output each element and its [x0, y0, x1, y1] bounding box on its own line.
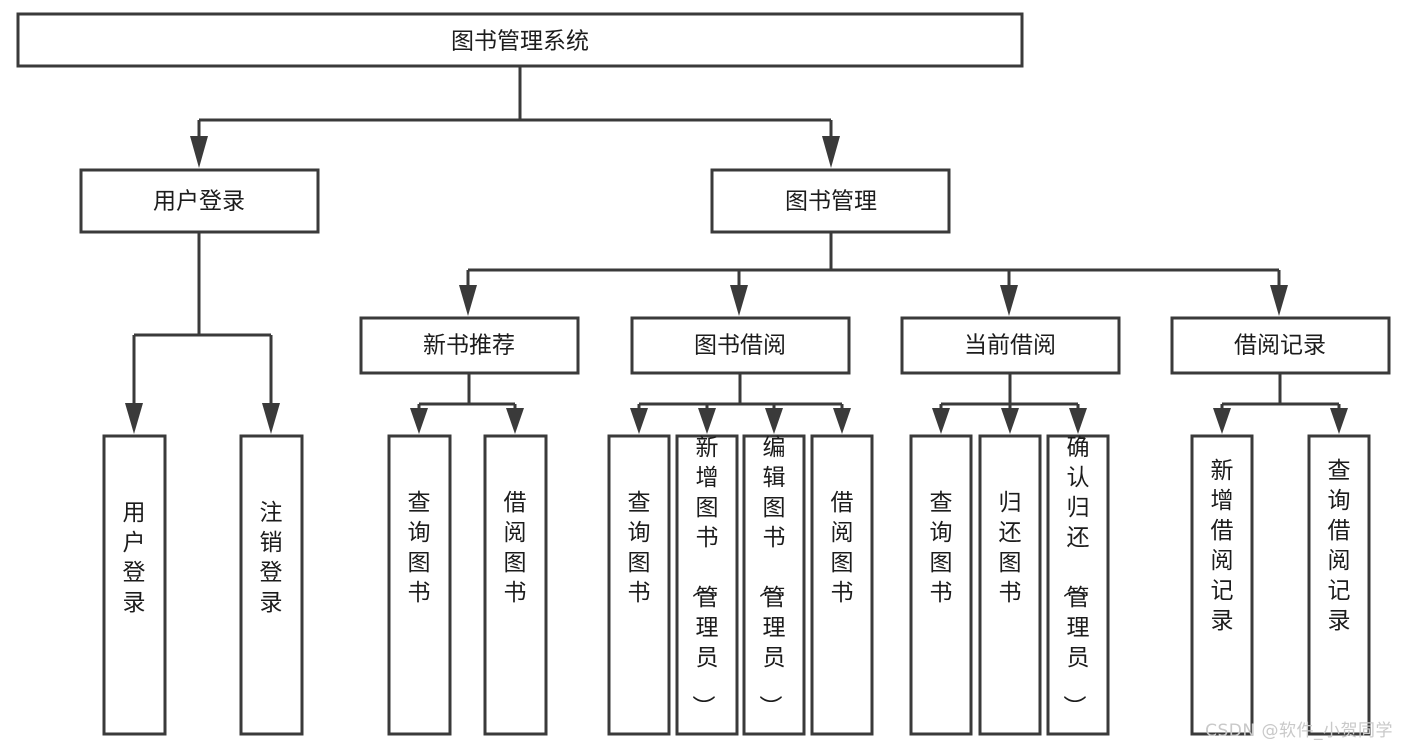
arrow-head-borrow-record: [1270, 285, 1288, 316]
leaf-logout-label: 注销登录: [260, 500, 283, 616]
leaf-current-query-book[interactable]: 查询图书: [909, 434, 973, 736]
arrow-head-new-book: [459, 285, 477, 316]
node-book-manage[interactable]: 图书管理: [710, 168, 951, 234]
node-new-book-recommend-label: 新书推荐: [423, 333, 515, 359]
leaf-record-query-record-box[interactable]: [1307, 434, 1371, 736]
leaf-borrow-borrow-book[interactable]: 借阅图书: [810, 434, 874, 736]
node-user-login-label: 用户登录: [153, 189, 245, 215]
arrow-head-currentborrow-leaf1: [932, 408, 950, 434]
node-current-borrow[interactable]: 当前借阅: [900, 316, 1121, 375]
leaf-current-return-book-label: 归还图书: [999, 490, 1022, 606]
leaf-borrow-edit-book-box[interactable]: [742, 434, 806, 736]
leaf-current-confirm-return-label: 确认归还（管理员）: [1061, 435, 1090, 718]
leaf-current-return-book-box[interactable]: [978, 434, 1042, 736]
leaf-record-add-record-label: 新增借阅记录: [1211, 458, 1234, 634]
node-user-login-box[interactable]: [79, 168, 320, 234]
arrow-head-user-login: [190, 136, 208, 168]
leaf-borrow-add-book[interactable]: 新增图书（管理员）: [675, 434, 739, 736]
arrow-head-newbook-leaf1: [410, 408, 428, 434]
leaf-newbook-query-book[interactable]: 查询图书: [387, 434, 452, 736]
arrow-head-bookborrow-leaf4: [833, 408, 851, 434]
arrow-head-book-borrow: [730, 285, 748, 316]
arrow-head-bookborrow-leaf1: [630, 408, 648, 434]
arrow-head-current-borrow: [1000, 285, 1018, 316]
node-new-book-recommend-box[interactable]: [359, 316, 580, 375]
leaf-newbook-borrow-book[interactable]: 借阅图书: [483, 434, 548, 736]
node-book-borrow-box[interactable]: [630, 316, 851, 375]
leaf-newbook-borrow-book-label: 借阅图书: [504, 490, 527, 606]
node-book-borrow[interactable]: 图书借阅: [630, 316, 851, 375]
node-borrow-record-box[interactable]: [1170, 316, 1391, 375]
arrow-head-currentborrow-leaf3: [1069, 408, 1087, 434]
leaf-borrow-add-book-box[interactable]: [675, 434, 739, 736]
leaf-current-query-book-box[interactable]: [909, 434, 973, 736]
node-current-borrow-label: 当前借阅: [964, 333, 1056, 359]
node-book-borrow-label: 图书借阅: [694, 333, 786, 359]
node-new-book-recommend[interactable]: 新书推荐: [359, 316, 580, 375]
node-current-borrow-box[interactable]: [900, 316, 1121, 375]
leaf-borrow-add-book-label: 新增图书（管理员）: [690, 435, 719, 718]
arrow-head-borrowrecord-leaf1: [1213, 408, 1231, 434]
leaf-user-login[interactable]: 用户登录: [102, 434, 167, 736]
arrow-head-borrowrecord-leaf2: [1330, 408, 1348, 434]
arrow-head-newbook-leaf2: [506, 408, 524, 434]
node-root-box[interactable]: [16, 12, 1024, 68]
arrow-head-book-manage: [822, 136, 840, 168]
leaf-record-add-record-box[interactable]: [1190, 434, 1254, 736]
leaf-current-confirm-return[interactable]: 确认归还（管理员）: [1046, 434, 1110, 736]
leaf-record-query-record[interactable]: 查询借阅记录: [1307, 434, 1371, 736]
leaf-current-return-book[interactable]: 归还图书: [978, 434, 1042, 736]
leaf-logout-box[interactable]: [239, 434, 304, 736]
arrow-head-bookborrow-leaf3: [765, 408, 783, 434]
node-book-manage-label: 图书管理: [785, 189, 877, 215]
leaf-record-add-record[interactable]: 新增借阅记录: [1190, 434, 1254, 736]
leaf-borrow-query-book-label: 查询图书: [628, 490, 651, 606]
arrow-head-bookborrow-leaf2: [698, 408, 716, 434]
node-borrow-record-label: 借阅记录: [1234, 333, 1326, 359]
connectors: [125, 66, 1348, 434]
node-root-label: 图书管理系统: [451, 29, 589, 55]
leaf-borrow-borrow-book-label: 借阅图书: [831, 490, 854, 606]
arrow-head-leaf-logout: [262, 403, 280, 434]
leaf-current-query-book-label: 查询图书: [930, 490, 953, 606]
node-user-login[interactable]: 用户登录: [79, 168, 320, 234]
leaf-newbook-query-book-box[interactable]: [387, 434, 452, 736]
leaf-current-confirm-return-box[interactable]: [1046, 434, 1110, 736]
leaf-user-login-box[interactable]: [102, 434, 167, 736]
leaf-borrow-edit-book-label: 编辑图书（管理员）: [757, 435, 786, 718]
leaf-borrow-query-book-box[interactable]: [607, 434, 671, 736]
arrow-head-currentborrow-leaf2: [1001, 408, 1019, 434]
leaf-borrow-query-book[interactable]: 查询图书: [607, 434, 671, 736]
leaf-newbook-query-book-label: 查询图书: [408, 490, 431, 606]
leaf-borrow-borrow-book-box[interactable]: [810, 434, 874, 736]
node-borrow-record[interactable]: 借阅记录: [1170, 316, 1391, 375]
leaf-record-query-record-label: 查询借阅记录: [1328, 458, 1351, 634]
leaf-borrow-edit-book[interactable]: 编辑图书（管理员）: [742, 434, 806, 736]
leaf-user-login-label: 用户登录: [123, 500, 146, 616]
node-book-manage-box[interactable]: [710, 168, 951, 234]
arrow-head-leaf-user-login: [125, 403, 143, 434]
node-root[interactable]: 图书管理系统: [16, 12, 1024, 68]
leaf-logout[interactable]: 注销登录: [239, 434, 304, 736]
leaf-newbook-borrow-book-box[interactable]: [483, 434, 548, 736]
